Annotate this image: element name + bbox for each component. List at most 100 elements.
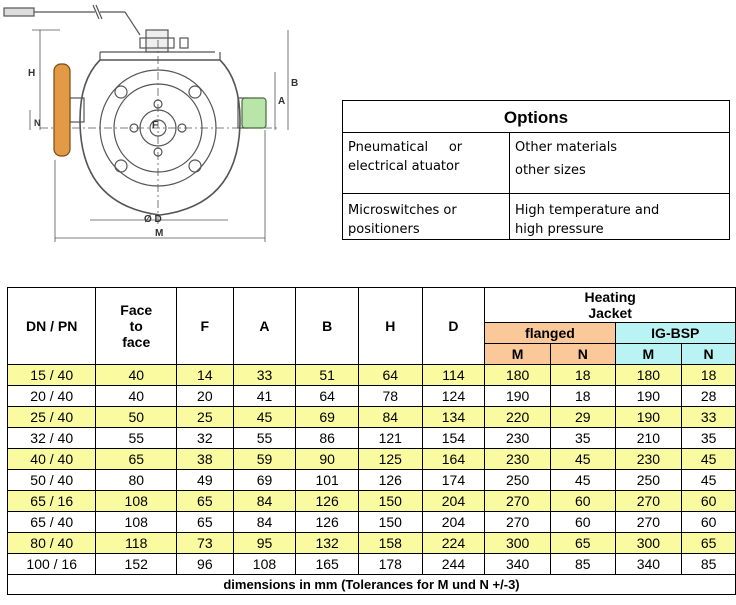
cell-d: 134 bbox=[421, 406, 486, 428]
cell-h: 84 bbox=[357, 406, 423, 428]
cell-flanged-m: 270 bbox=[484, 511, 551, 533]
cell-dn-pn: 15 / 40 bbox=[6, 364, 97, 386]
header-face-line2: to bbox=[129, 318, 143, 334]
cell-igbsp-n: 85 bbox=[681, 553, 736, 575]
header-flanged-n: N bbox=[549, 343, 616, 365]
cell-f: 20 bbox=[176, 385, 234, 407]
cell-a: 84 bbox=[232, 490, 297, 512]
cell-dn-pn: 65 / 16 bbox=[6, 490, 97, 512]
cell-dn-pn: 65 / 40 bbox=[6, 511, 97, 533]
cell-face: 108 bbox=[95, 490, 178, 512]
cell-a: 55 bbox=[232, 427, 297, 449]
cell-dn-pn: 20 / 40 bbox=[6, 385, 97, 407]
cell-b: 132 bbox=[295, 532, 359, 554]
options-divider-vertical bbox=[509, 133, 510, 239]
cell-d: 224 bbox=[421, 532, 486, 554]
cell-flanged-n: 35 bbox=[549, 427, 616, 449]
cell-h: 64 bbox=[357, 364, 423, 386]
cell-igbsp-m: 210 bbox=[614, 427, 683, 449]
cell-a: 59 bbox=[232, 448, 297, 470]
lever-grip bbox=[3, 7, 35, 17]
cell-flanged-n: 45 bbox=[549, 469, 616, 491]
option-materials-line1: Other materials bbox=[515, 140, 618, 155]
header-ig-bsp: IG-BSP bbox=[614, 322, 736, 344]
cell-flanged-m: 230 bbox=[484, 427, 551, 449]
cell-f: 73 bbox=[176, 532, 234, 554]
cell-d: 204 bbox=[421, 511, 486, 533]
cell-igbsp-m: 340 bbox=[614, 553, 683, 575]
option-temperature-line2: high pressure bbox=[515, 222, 604, 237]
cell-face: 108 bbox=[95, 511, 178, 533]
cell-flanged-n: 29 bbox=[549, 406, 616, 428]
cell-d: 164 bbox=[421, 448, 486, 470]
label-d: Ø D bbox=[144, 214, 162, 225]
cell-b: 51 bbox=[295, 364, 359, 386]
cell-dn-pn: 80 / 40 bbox=[6, 532, 97, 554]
cell-f: 65 bbox=[176, 490, 234, 512]
label-h: H bbox=[28, 68, 35, 79]
cell-f: 25 bbox=[176, 406, 234, 428]
cell-f: 14 bbox=[176, 364, 234, 386]
cell-b: 126 bbox=[295, 511, 359, 533]
header-dn-pn: DN / PN bbox=[6, 287, 97, 365]
cell-flanged-m: 190 bbox=[484, 385, 551, 407]
cell-h: 178 bbox=[357, 553, 423, 575]
header-heating-line1: Heating bbox=[584, 289, 636, 305]
cell-flanged-n: 18 bbox=[549, 385, 616, 407]
cell-igbsp-n: 28 bbox=[681, 385, 736, 407]
cell-igbsp-n: 35 bbox=[681, 427, 736, 449]
header-face-line1: Face bbox=[120, 302, 153, 318]
cell-h: 121 bbox=[357, 427, 423, 449]
cell-flanged-m: 300 bbox=[484, 532, 551, 554]
cell-f: 65 bbox=[176, 511, 234, 533]
header-flanged: flanged bbox=[484, 322, 616, 344]
cell-d: 204 bbox=[421, 490, 486, 512]
cell-face: 80 bbox=[95, 469, 178, 491]
cell-h: 150 bbox=[357, 490, 423, 512]
header-d: D bbox=[421, 287, 486, 365]
cell-f: 49 bbox=[176, 469, 234, 491]
options-title: Options bbox=[343, 101, 729, 133]
dimensions-table: DN / PN Face to face F A B H D Heating J… bbox=[6, 287, 736, 595]
cell-dn-pn: 50 / 40 bbox=[6, 469, 97, 491]
cell-igbsp-m: 300 bbox=[614, 532, 683, 554]
cell-a: 41 bbox=[232, 385, 297, 407]
option-materials-line2: other sizes bbox=[515, 163, 586, 178]
cell-flanged-m: 220 bbox=[484, 406, 551, 428]
option-switches-line1: Microswitches or bbox=[348, 203, 457, 218]
header-flanged-m: M bbox=[484, 343, 551, 365]
cell-f: 32 bbox=[176, 427, 234, 449]
cell-flanged-n: 60 bbox=[549, 511, 616, 533]
header-b: B bbox=[295, 287, 359, 365]
options-divider-horizontal bbox=[343, 193, 729, 194]
cell-dn-pn: 25 / 40 bbox=[6, 406, 97, 428]
cell-igbsp-m: 190 bbox=[614, 385, 683, 407]
cell-h: 125 bbox=[357, 448, 423, 470]
option-actuator: Pneumatical or electrical atuator bbox=[343, 135, 509, 179]
cell-a: 108 bbox=[232, 553, 297, 575]
label-f: F bbox=[152, 120, 158, 131]
cell-igbsp-n: 45 bbox=[681, 469, 736, 491]
header-f: F bbox=[176, 287, 234, 365]
cell-igbsp-n: 65 bbox=[681, 532, 736, 554]
cell-flanged-n: 85 bbox=[549, 553, 616, 575]
header-h: H bbox=[357, 287, 423, 365]
cell-b: 126 bbox=[295, 490, 359, 512]
option-switches-line2: positioners bbox=[348, 222, 420, 237]
cell-igbsp-m: 270 bbox=[614, 511, 683, 533]
header-heating-jacket: Heating Jacket bbox=[484, 287, 736, 323]
cell-h: 126 bbox=[357, 469, 423, 491]
footer-row: dimensions in mm (Tolerances for M und N… bbox=[7, 574, 736, 595]
cell-flanged-n: 65 bbox=[549, 532, 616, 554]
cell-a: 45 bbox=[232, 406, 297, 428]
cell-flanged-n: 45 bbox=[549, 448, 616, 470]
header-heating-line2: Jacket bbox=[588, 305, 632, 321]
cell-flanged-m: 250 bbox=[484, 469, 551, 491]
handwheel bbox=[53, 63, 71, 157]
